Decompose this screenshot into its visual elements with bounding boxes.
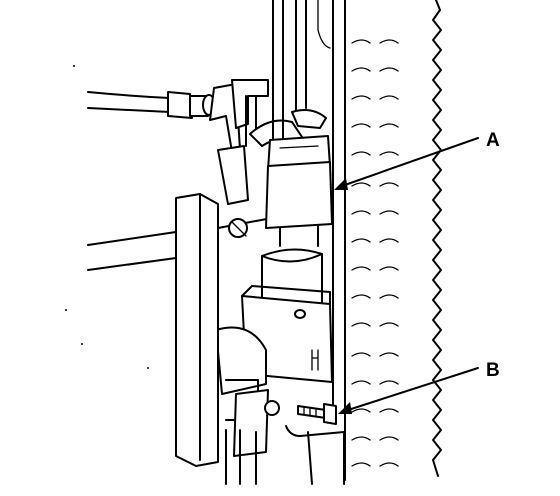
callout-a-leader: [341, 137, 479, 187]
latch-bracket: [209, 79, 327, 205]
callout-a-arrowhead: [334, 178, 348, 190]
radiator-core: [344, 0, 442, 481]
side-panel: [175, 193, 248, 467]
callout-b-label: B: [486, 360, 500, 381]
release-cable: [87, 91, 216, 119]
callout-b-arrowhead: [338, 402, 352, 414]
callout-b-leader: [347, 367, 479, 411]
mounting-bolt: [297, 403, 337, 425]
scan-specks: [65, 65, 149, 369]
callout-leaders: [334, 137, 479, 414]
radiator-fins: [351, 39, 399, 467]
switch-assembly: [261, 135, 333, 312]
callout-a-label: A: [486, 130, 500, 151]
mounting-bracket: [215, 285, 345, 485]
